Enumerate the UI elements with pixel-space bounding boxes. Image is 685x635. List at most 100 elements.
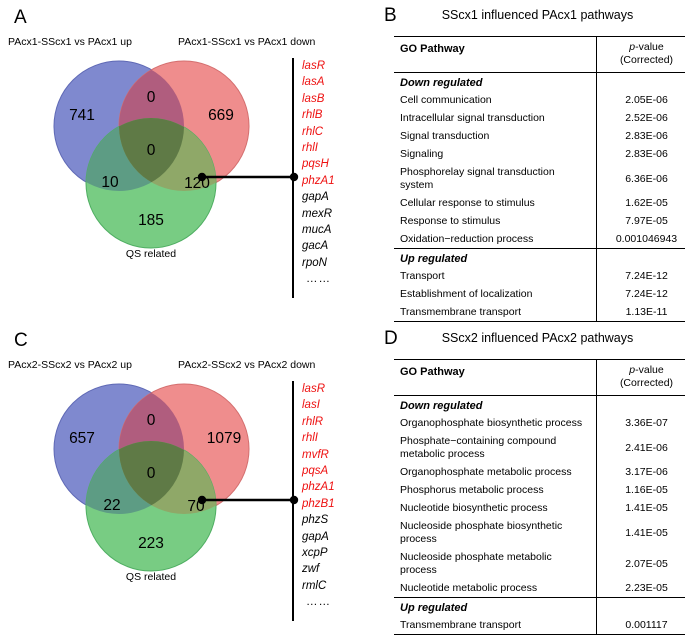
row-pvalue: 7.97E-05 [597,212,685,230]
gene-item: xcpP [302,545,335,561]
row-pvalue: 7.24E-12 [597,285,685,303]
gene-item: rhlB [302,107,335,123]
row-pvalue: 2.83E-06 [597,145,685,163]
table-row: Nucleoside phosphate biosynthetic proces… [394,517,685,548]
gene-list-ellipsis: …… [302,594,335,610]
row-pathway: Signaling [394,145,597,163]
group-label: Up regulated [394,249,597,268]
row-pathway: Cellular response to stimulus [394,194,597,212]
table-group-row-down: Down regulated [394,73,685,92]
table-row: Phosphorus metabolic process 1.16E-05 [394,481,685,499]
gene-item: lasA [302,74,335,90]
gene-item: phzS [302,512,335,528]
row-pathway: Nucleotide metabolic process [394,579,597,598]
gene-item: rpoN [302,255,335,271]
group-spacer [597,249,685,268]
header-p-value: p-value (Corrected) [597,37,685,73]
gene-item: zwf [302,561,335,577]
row-pvalue: 2.41E-06 [597,432,685,463]
gene-item: phzA1 [302,173,335,189]
row-pvalue: 1.41E-05 [597,517,685,548]
row-pvalue: 2.05E-06 [597,91,685,109]
table-row: Transport 7.24E-12 [394,267,685,285]
panel-a: A PAcx1-SScx1 vs PAcx1 up PAcx1-SScx1 vs… [0,0,365,300]
venn-count-red-only: 669 [208,107,234,125]
row-pathway: Establishment of localization [394,285,597,303]
gene-item: gacA [302,238,335,254]
panel-b-table: GO Pathway p-value (Corrected) Down regu… [394,36,685,322]
gene-list-rule [292,58,294,298]
panel-a-label-right: PAcx1-SScx1 vs PAcx1 down [178,36,315,48]
table-row: Phosphate−containing compound metabolic … [394,432,685,463]
row-pvalue: 7.24E-12 [597,267,685,285]
panel-c-label-right: PAcx2-SScx2 vs PAcx2 down [178,359,315,371]
row-pathway: Cell communication [394,91,597,109]
gene-item: mexR [302,206,335,222]
panel-c: C PAcx2-SScx2 vs PAcx2 up PAcx2-SScx2 vs… [0,323,365,623]
row-pathway: Transmembrane transport [394,303,597,322]
gene-item: mucA [302,222,335,238]
table-group-row-up: Up regulated [394,598,685,617]
table-header-row: GO Pathway p-value (Corrected) [394,37,685,73]
row-pathway: Oxidation−reduction process [394,230,597,249]
row-pvalue: 0.001046943 [597,230,685,249]
header-go-pathway: GO Pathway [394,360,597,396]
table-row: Signal transduction 2.83E-06 [394,127,685,145]
row-pathway: Nucleoside phosphate biosynthetic proces… [394,517,597,548]
gene-list-ellipsis: …… [302,271,335,287]
row-pathway: Intracellular signal transduction [394,109,597,127]
header-p-sub: (Corrected) [620,54,673,66]
row-pvalue: 2.23E-05 [597,579,685,598]
row-pvalue: 1.16E-05 [597,481,685,499]
gene-items-c: lasR lasI rhlR rhlI mvfR pqsA phzA1 phzB… [302,381,335,611]
row-pvalue: 0.001117 [597,616,685,635]
row-pathway: Organophosphate biosynthetic process [394,414,597,432]
group-label: Up regulated [394,598,597,617]
venn-count-red-green: 70 [187,498,204,516]
panel-c-label-bottom: QS related [126,571,176,583]
group-spacer [597,598,685,617]
header-p-sub: (Corrected) [620,377,673,389]
table-row: Phosphorelay signal transduction system … [394,163,685,194]
gene-item: lasB [302,91,335,107]
row-pathway: Phosphorelay signal transduction system [394,163,597,194]
gene-item: rmlC [302,578,335,594]
row-pathway: Nucleotide biosynthetic process [394,499,597,517]
row-pathway: Response to stimulus [394,212,597,230]
table-row: Signaling 2.83E-06 [394,145,685,163]
venn-count-blue-green: 10 [101,174,118,192]
venn-count-blue-red: 0 [147,412,156,430]
table-row: Nucleotide metabolic process 2.23E-05 [394,579,685,598]
panel-c-venn-diagram: 657 1079 0 0 22 70 223 QS related [34,379,269,579]
row-pvalue: 3.36E-07 [597,414,685,432]
table-row: Nucleoside phosphate metabolic process 2… [394,548,685,579]
venn-count-center: 0 [147,142,156,160]
row-pvalue: 1.41E-05 [597,499,685,517]
gene-item: pqsH [302,156,335,172]
gene-item: rhlR [302,414,335,430]
venn-count-green-only: 185 [138,212,164,230]
table-row: Organophosphate metabolic process 3.17E-… [394,463,685,481]
panel-b-letter: B [384,6,397,25]
table-row: Response to stimulus 7.97E-05 [394,212,685,230]
panel-d-table: GO Pathway p-value (Corrected) Down regu… [394,359,685,635]
panel-d-letter: D [384,329,398,348]
gene-item: mvfR [302,447,335,463]
panel-d-title: SScx2 influenced PAcx2 pathways [400,331,675,345]
gene-list-rule [292,381,294,621]
table-row: Nucleotide biosynthetic process 1.41E-05 [394,499,685,517]
group-label: Down regulated [394,73,597,92]
panel-a-venn-diagram: 741 669 0 0 10 120 185 QS related [34,56,269,256]
venn-count-blue-red: 0 [147,89,156,107]
venn-count-blue-green: 22 [103,497,120,515]
row-pathway: Transmembrane transport [394,616,597,635]
header-p-rest: -value [635,41,664,53]
header-p-rest: -value [635,364,664,376]
group-spacer [597,396,685,415]
table-row: Cellular response to stimulus 1.62E-05 [394,194,685,212]
panel-c-label-left: PAcx2-SScx2 vs PAcx2 up [8,359,132,371]
venn-count-red-green: 120 [184,175,210,193]
panel-b-title: SScx1 influenced PAcx1 pathways [400,8,675,22]
header-p-value: p-value (Corrected) [597,360,685,396]
gene-item: rhlI [302,430,335,446]
